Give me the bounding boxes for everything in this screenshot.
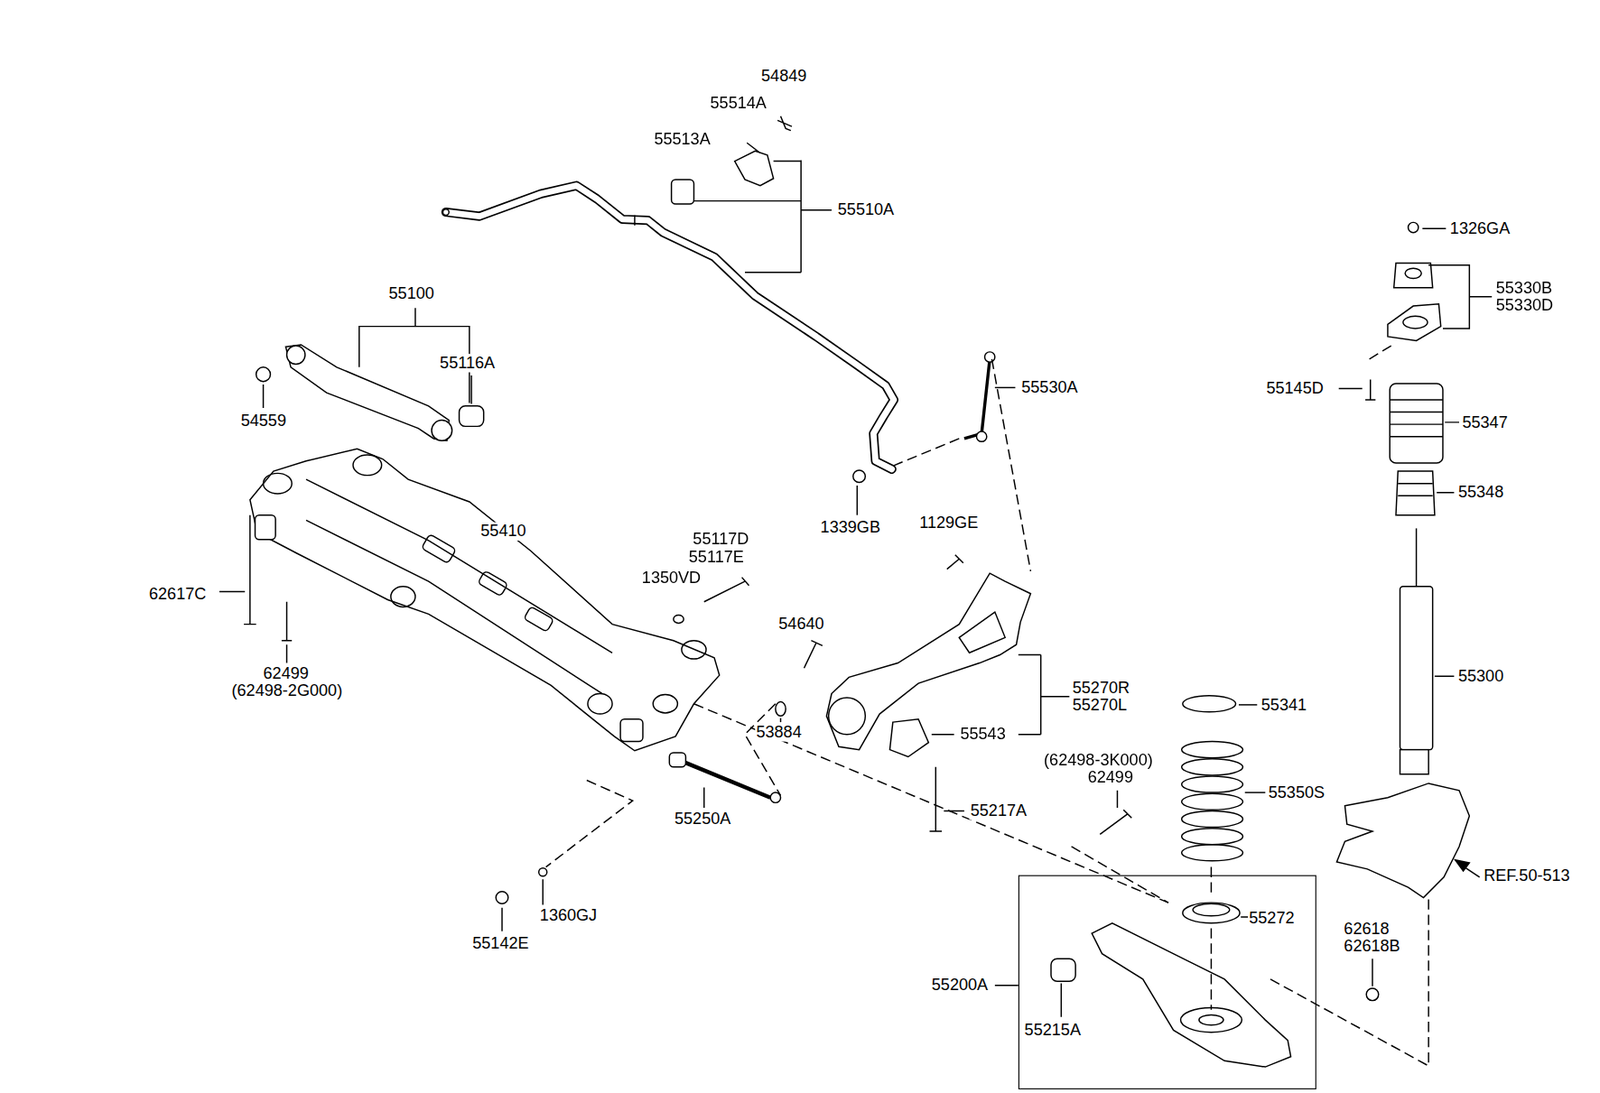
callout-number: 55142E bbox=[471, 934, 531, 953]
callout-number: REF.50-513 bbox=[1482, 867, 1572, 886]
trailing-arm bbox=[826, 573, 1031, 757]
callout-number: 55272 bbox=[1247, 909, 1296, 928]
callout-number: 62499 bbox=[261, 664, 310, 683]
callout-number: 55116A bbox=[438, 353, 496, 373]
callout-number: (62498-2G000) bbox=[230, 681, 344, 700]
callout-number: 55543 bbox=[958, 725, 1007, 745]
assembly-box: 55272 55215A bbox=[1018, 875, 1317, 1090]
callout-number: 55300 bbox=[1457, 667, 1506, 686]
callout-number: 1350VD bbox=[641, 569, 703, 588]
callout-number: 62618B bbox=[1342, 938, 1402, 957]
callout-number: 54559 bbox=[240, 412, 289, 431]
callout-number: 55510A bbox=[837, 201, 896, 220]
callout-number: 55117D bbox=[691, 530, 750, 549]
callout-number: 1129GE bbox=[918, 514, 979, 533]
assembly-line bbox=[546, 344, 1430, 1067]
callout-number: 62617C bbox=[148, 586, 208, 605]
callout-number: 55513A bbox=[652, 130, 712, 149]
callout-number: 55410 bbox=[479, 522, 528, 541]
callout-number: 53884 bbox=[754, 723, 803, 742]
coil-spring bbox=[1181, 742, 1244, 862]
callout-number: 54640 bbox=[777, 614, 826, 633]
washer bbox=[673, 614, 684, 624]
callout-number: 62499 bbox=[1087, 768, 1135, 787]
shock-absorber bbox=[1365, 222, 1443, 774]
bolt bbox=[947, 555, 964, 570]
callout-number: 54849 bbox=[760, 67, 809, 86]
stabilizer-link bbox=[964, 359, 990, 439]
spring-seat bbox=[1182, 696, 1237, 713]
callout-number: 1360GJ bbox=[539, 907, 599, 926]
stabilizer-bar bbox=[442, 186, 894, 470]
subframe bbox=[250, 448, 720, 752]
callout-number: 55145D bbox=[1265, 379, 1325, 398]
bolt bbox=[1099, 790, 1132, 836]
callout-number: 55217A bbox=[969, 801, 1029, 820]
bolt bbox=[704, 577, 750, 603]
callout-number: 55330D bbox=[1495, 296, 1555, 315]
bolt bbox=[219, 515, 292, 664]
callout-number: 1326GA bbox=[1449, 219, 1512, 238]
callout-number: 55348 bbox=[1457, 483, 1506, 503]
bracket bbox=[734, 142, 774, 186]
lower-arm bbox=[1051, 902, 1379, 1068]
callout-number: 1339GB bbox=[818, 518, 882, 537]
callout-number: 55250A bbox=[673, 809, 733, 828]
callout-number: 55200A bbox=[930, 976, 990, 996]
callout-number: 62618 bbox=[1342, 920, 1391, 939]
lateral-link bbox=[679, 760, 772, 799]
callout-number: 55350S bbox=[1267, 783, 1327, 802]
bolt bbox=[777, 116, 792, 131]
callout-number: 55341 bbox=[1260, 696, 1309, 715]
callout-number: 55530A bbox=[1020, 378, 1080, 397]
bolt bbox=[804, 641, 823, 670]
callout-number: 55347 bbox=[1460, 413, 1509, 432]
callout-number: 55117E bbox=[688, 548, 745, 567]
knuckle bbox=[1336, 783, 1470, 899]
callout-number: 55514A bbox=[708, 93, 768, 112]
callout-number: 55100 bbox=[387, 284, 436, 303]
callout-number: 55270L bbox=[1071, 696, 1129, 715]
bushing bbox=[671, 179, 695, 205]
callout-number: (62498-3K000) bbox=[1042, 751, 1154, 770]
callout-number: 55215A bbox=[1023, 1021, 1082, 1040]
